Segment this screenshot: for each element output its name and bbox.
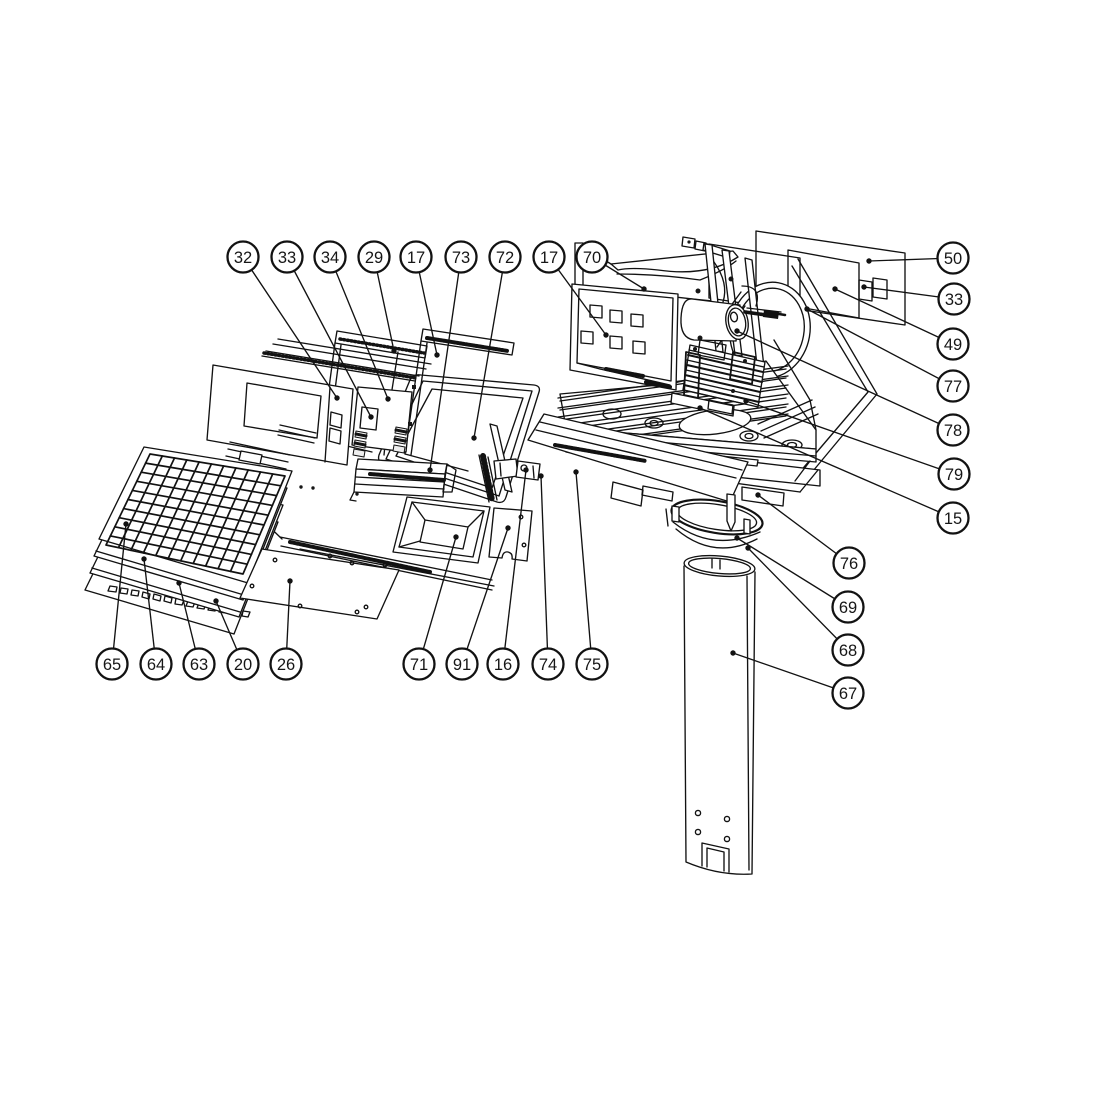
- svg-text:71: 71: [410, 656, 428, 674]
- svg-text:33: 33: [278, 249, 296, 267]
- svg-text:64: 64: [147, 656, 165, 674]
- svg-text:26: 26: [277, 656, 295, 674]
- svg-text:16: 16: [494, 656, 512, 674]
- svg-text:77: 77: [944, 378, 962, 396]
- svg-text:75: 75: [583, 656, 601, 674]
- svg-text:17: 17: [407, 249, 425, 267]
- svg-text:20: 20: [234, 656, 252, 674]
- svg-text:49: 49: [944, 336, 962, 354]
- svg-text:68: 68: [839, 642, 857, 660]
- svg-text:78: 78: [944, 422, 962, 440]
- svg-text:67: 67: [839, 685, 857, 703]
- svg-text:15: 15: [944, 510, 962, 528]
- svg-text:91: 91: [453, 656, 471, 674]
- svg-text:50: 50: [944, 250, 962, 268]
- svg-text:73: 73: [452, 249, 470, 267]
- svg-text:29: 29: [365, 249, 383, 267]
- svg-text:32: 32: [234, 249, 252, 267]
- svg-text:65: 65: [103, 656, 121, 674]
- svg-text:34: 34: [321, 249, 339, 267]
- svg-text:74: 74: [539, 656, 557, 674]
- svg-text:17: 17: [540, 249, 558, 267]
- svg-text:79: 79: [945, 466, 963, 484]
- svg-text:76: 76: [840, 555, 858, 573]
- svg-text:70: 70: [583, 249, 601, 267]
- svg-text:63: 63: [190, 656, 208, 674]
- svg-text:33: 33: [945, 291, 963, 309]
- svg-text:72: 72: [496, 249, 514, 267]
- svg-text:69: 69: [839, 599, 857, 617]
